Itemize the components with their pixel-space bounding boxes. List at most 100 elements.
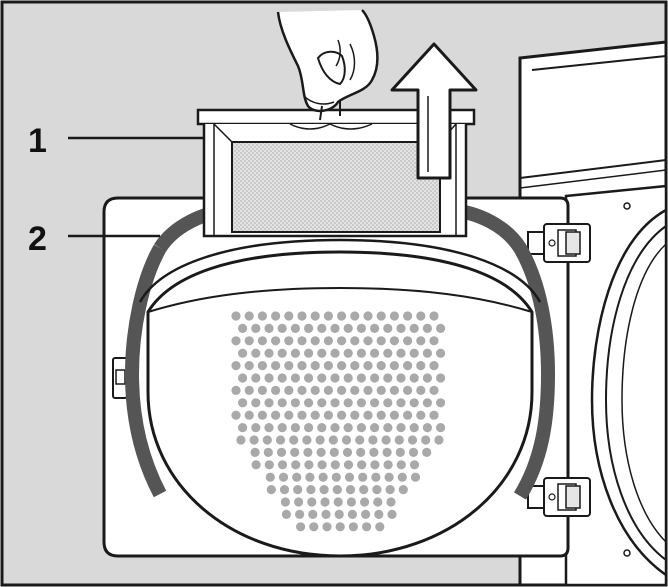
perforation-dot [330, 323, 340, 333]
perforation-dot [271, 336, 281, 346]
perforation-dot [398, 485, 408, 495]
perforation-dot [344, 472, 355, 482]
perforation-dot [266, 485, 276, 495]
perforation-dot [343, 348, 353, 358]
perforation-dot [238, 323, 248, 333]
perforation-dot [284, 336, 294, 346]
perforation-dot [346, 497, 356, 507]
perforation-dot [396, 398, 406, 408]
perforation-dot [284, 311, 294, 321]
perforation-dot [362, 522, 372, 532]
perforation-dot [296, 522, 306, 532]
perforation-dot [395, 447, 405, 457]
perforation-dot [374, 509, 384, 519]
lower-right-hinge [527, 477, 591, 517]
perforation-dot [343, 373, 353, 383]
callout-1-label: 1 [28, 122, 47, 160]
perforation-dot [383, 323, 393, 333]
perforation-dot [355, 435, 365, 445]
perforation-dot [231, 311, 241, 321]
perforation-dot [409, 398, 419, 408]
perforation-dot [436, 323, 446, 333]
perforation-dot [257, 311, 267, 321]
perforation-dot [317, 373, 327, 383]
perforation-dot [421, 435, 431, 445]
perforation-dot [337, 410, 347, 420]
perforation-dot [304, 348, 314, 358]
perforation-dot [409, 423, 419, 433]
perforation-dot [238, 373, 248, 383]
perforation-dot [321, 509, 331, 519]
perforation-dot [275, 435, 286, 445]
perforation-dot [306, 485, 316, 495]
perforation-dot [280, 497, 290, 507]
perforation-dot [370, 323, 380, 333]
perforation-dot [436, 348, 446, 358]
perforation-dot [322, 522, 332, 532]
perforation-dot [429, 410, 439, 420]
perforation-dot [304, 460, 314, 470]
perforation-dot [343, 460, 354, 470]
perforation-dot [257, 336, 267, 346]
up-arrow-icon [390, 42, 478, 180]
perforation-dot [251, 373, 261, 383]
perforation-dot [277, 423, 287, 433]
perforation-dot [389, 311, 399, 321]
perforation-dot [263, 447, 273, 457]
perforation-dot [383, 398, 393, 408]
perforation-dot [369, 447, 379, 457]
perforation-dot [382, 447, 392, 457]
perforation-dot [409, 348, 419, 358]
perforation-dot [318, 472, 328, 482]
perforation-dot [348, 522, 358, 532]
filter-mesh [231, 141, 441, 233]
perforation-dot [409, 373, 419, 383]
perforation-dot [363, 311, 373, 321]
perforation-dot [295, 509, 305, 519]
perforation-dot [341, 435, 352, 445]
perforation-dot [403, 361, 413, 371]
perforation-dot [381, 435, 391, 445]
perforation-dot [429, 361, 439, 371]
perforation-dot [429, 385, 439, 395]
perforation-dot [407, 435, 418, 445]
perforation-dot [410, 472, 421, 482]
perforation-dot [350, 311, 360, 321]
perforation-dot [330, 373, 340, 383]
perforation-dot [290, 348, 300, 358]
perforation-dot [331, 472, 341, 482]
perforation-dot [238, 398, 248, 408]
perforation-dot [309, 522, 319, 532]
perforation-dot [375, 522, 385, 532]
perforation-dot [244, 385, 254, 395]
perforation-dot [370, 373, 380, 383]
perforation-dot [403, 410, 413, 420]
perforation-dot [264, 373, 274, 383]
perforation-dot [376, 311, 386, 321]
perforation-dot [403, 336, 413, 346]
perforation-dot [297, 385, 307, 395]
perforation-dot [357, 460, 367, 470]
perforation-dot [416, 410, 426, 420]
door-seal-left [124, 244, 167, 498]
perforation-dot [257, 385, 267, 395]
perforation-dot [337, 336, 347, 346]
perforation-dot [389, 336, 399, 346]
perforation-dot [350, 410, 360, 420]
perforation-dot [429, 336, 439, 346]
perforation-dot [436, 373, 446, 383]
upper-right-hinge [527, 223, 591, 263]
perforation-dot [290, 323, 300, 333]
perforation-dot [422, 423, 432, 433]
fluff-filter [196, 108, 476, 238]
perforation-dot [317, 398, 327, 408]
perforation-dot [249, 435, 259, 445]
perforation-dot [277, 373, 287, 383]
perforation-dot [329, 447, 339, 457]
perforation-dot [370, 460, 380, 470]
perforation-dot [396, 348, 406, 358]
perforation-dot [356, 373, 366, 383]
perforation-dot [342, 447, 353, 457]
perforation-dot [236, 435, 246, 445]
perforation-dot [376, 385, 386, 395]
